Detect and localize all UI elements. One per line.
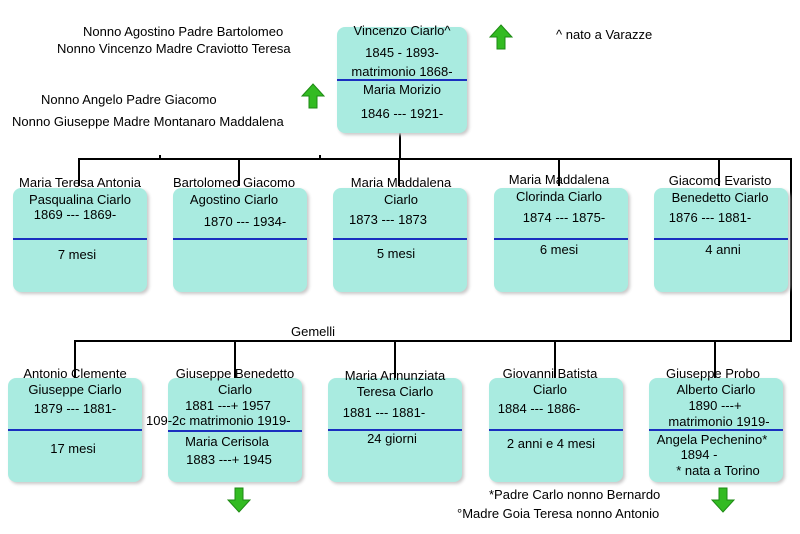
row2-bus-line (74, 340, 792, 342)
note-grandparents-father-1: Nonno Agostino Padre Bartolomeo (83, 24, 284, 39)
child-separator (494, 238, 628, 240)
note-born-varazze: ^ nato a Varazze (556, 27, 653, 42)
down-arrow-icon[interactable] (227, 487, 251, 513)
row1-bus-line (78, 158, 792, 160)
child-age: 7 mesi (57, 247, 97, 262)
child-age: 5 mesi (376, 246, 416, 261)
child-separator (489, 429, 623, 431)
child-name-line1: Bartolomeo Giacomo (172, 175, 296, 190)
child-name-line2: Ciarlo (218, 382, 252, 397)
child-dates: 1881 --- 1881- (342, 405, 426, 420)
row1-drop-1 (78, 158, 80, 186)
up-arrow-icon[interactable] (301, 83, 325, 109)
row2-drop-5 (714, 340, 716, 378)
child-marriage: 109-2c matrimonio 1919- (146, 413, 291, 428)
down-arrow-icon[interactable] (711, 487, 735, 513)
child-separator (654, 238, 788, 240)
child-dates: 1890 ---+ (688, 398, 742, 413)
child-name-line1: Giuseppe Benedetto (175, 366, 295, 381)
child-name-line2: Ciarlo (533, 382, 567, 397)
child-dates: 1870 --- 1934- (203, 214, 287, 229)
note-grandparents-father-2: Nonno Vincenzo Madre Craviotto Teresa (57, 41, 291, 56)
child-dates: 1879 --- 1881- (33, 401, 117, 416)
child-name-line1: Maria Annunziata (344, 368, 446, 383)
child-separator (649, 429, 783, 431)
child-age: 6 mesi (539, 242, 579, 257)
child-name-line2: Agostino Ciarlo (189, 192, 279, 207)
row2-drop-2 (234, 340, 236, 378)
child-name-line2: Benedetto Ciarlo (671, 190, 769, 205)
child-name-line1: Giacomo Evaristo (668, 173, 772, 188)
child-name-line1: Maria Teresa Antonia (19, 175, 141, 190)
child-box[interactable] (13, 188, 147, 292)
child-separator (168, 430, 302, 432)
child-dates: 1869 --- 1869- (33, 207, 117, 222)
row2-drop-4 (554, 340, 556, 378)
mother-name: Maria Morizio (362, 82, 441, 97)
note-twins: Gemelli (291, 324, 336, 339)
child-separator (8, 429, 142, 431)
child-age: 4 anni (705, 242, 741, 257)
parents-separator (337, 79, 467, 81)
row1-drop-4 (558, 158, 560, 186)
row1-drop-2 (238, 158, 240, 186)
child-name-line2: Giuseppe Ciarlo (28, 382, 122, 397)
child-box[interactable] (333, 188, 467, 292)
child-name-line1: Giovanni Batista (502, 366, 598, 381)
child-box[interactable] (494, 188, 628, 292)
child-dates: 1873 --- 1873 (348, 212, 428, 227)
note-grandparents-mother-2: Nonno Giuseppe Madre Montanaro Maddalena (12, 114, 284, 129)
note-father-side: *Padre Carlo nonno Bernardo (489, 487, 661, 502)
row2-drop-1 (74, 340, 76, 378)
child-dates: 1884 --- 1886- (497, 401, 581, 416)
child-name-line1: Maria Maddalena (508, 172, 610, 187)
note-grandparents-mother-1: Nonno Angelo Padre Giacomo (41, 92, 217, 107)
child-age: 2 anni e 4 mesi (506, 436, 596, 451)
child-dates: 1876 --- 1881- (668, 210, 752, 225)
child-dates: 1881 ---+ 1957 (185, 398, 271, 413)
child-name-line2: Pasqualina Ciarlo (29, 192, 131, 207)
child-age: 17 mesi (50, 441, 96, 456)
child-box[interactable] (654, 188, 788, 292)
child-box[interactable] (173, 188, 307, 292)
child-name-line2: Ciarlo (384, 192, 418, 207)
child-spouse-dates: 1883 ---+ 1945 (186, 452, 272, 467)
child-separator (173, 238, 307, 240)
child-marriage: matrimonio 1919- (668, 414, 770, 429)
father-dates: 1845 - 1893- (365, 45, 439, 60)
row1-drop-3 (398, 158, 400, 186)
child-spouse-name: Maria Cerisola (185, 434, 269, 449)
up-arrow-icon[interactable] (489, 24, 513, 50)
child-name-line2: Teresa Ciarlo (356, 384, 434, 399)
child-spouse-dates: 1894 - (680, 447, 718, 462)
note-mother-side: °Madre Goia Teresa nonno Antonio (457, 506, 660, 521)
child-name-line2: Alberto Ciarlo (676, 382, 756, 397)
parent-drop-line (399, 133, 401, 159)
tick-mark (159, 155, 161, 158)
child-dates: 1874 --- 1875- (522, 210, 606, 225)
child-name-line1: Giuseppe Probo (666, 366, 760, 381)
child-age: 24 giorni (367, 431, 417, 446)
father-name: Vincenzo Ciarlo^ (353, 23, 451, 38)
child-separator (333, 238, 467, 240)
row2-drop-3 (394, 340, 396, 378)
mother-dates: 1846 --- 1921- (360, 106, 444, 121)
child-separator (328, 429, 462, 431)
right-vertical-line (790, 158, 792, 342)
child-name-line2: Clorinda Ciarlo (516, 189, 602, 204)
child-birthplace-note: * nata a Torino (676, 463, 760, 478)
marriage-date: matrimonio 1868- (351, 64, 453, 79)
row1-drop-5 (718, 158, 720, 186)
child-separator (13, 238, 147, 240)
tick-mark (319, 155, 321, 158)
child-name-line1: Maria Maddalena (350, 175, 452, 190)
child-name-line1: Antonio Clemente (23, 366, 127, 381)
child-spouse-name: Angela Pechenino* (656, 432, 768, 447)
